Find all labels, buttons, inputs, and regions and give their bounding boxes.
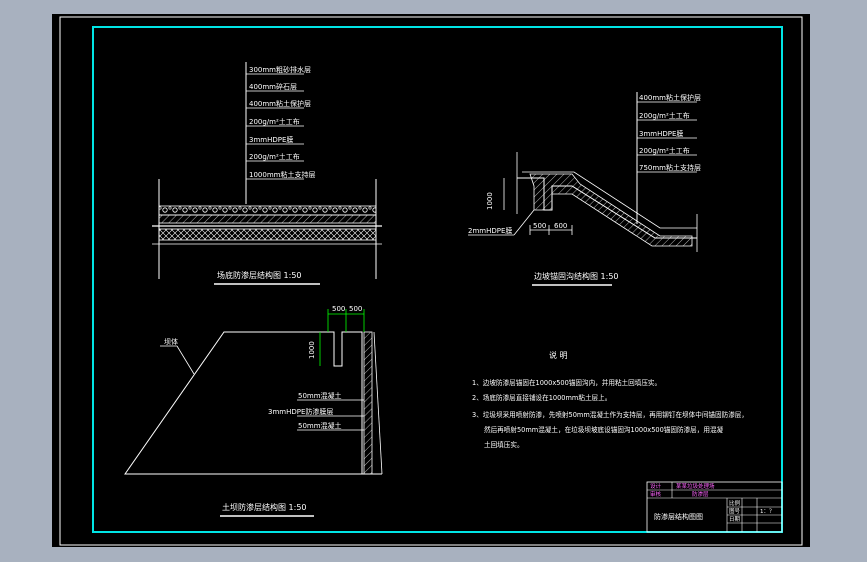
clay-layer — [158, 214, 377, 224]
layer-label-1: 300mm粗砂排水层 — [249, 65, 311, 74]
detail2-title: 边坡锚固沟结构图 1:50 — [534, 271, 619, 281]
dam-outline — [124, 331, 363, 475]
note-2: 2、场底防渗层直接铺设在1000mm粘土层上。 — [472, 393, 611, 402]
trench-layer-2: 200g/m²土工布 — [639, 111, 690, 120]
dam-slope-label: 坝体 — [164, 337, 178, 346]
detail3-title: 土坝防渗层结构图 1:50 — [222, 502, 307, 512]
drawing-sheet: 300mm粗砂排水层 400mm碎石层 400mm粘土保护层 200g/m²土工… — [52, 14, 810, 547]
title-block: 设计 某某垃圾处理场 审核 防渗层 防渗层结构图图 比例 图号 日期 1：？ — [646, 481, 783, 533]
membrane-label: 2mmHDPE膜 — [468, 226, 512, 235]
note-3-cont: 然后再喷射50mm混凝土，在垃圾坝坡底设锚固沟1000x500锚固防渗层，用混凝 — [484, 425, 724, 434]
trench-layer-5: 750mm粘土支持层 — [639, 163, 701, 172]
cad-drawing: 300mm粗砂排水层 400mm碎石层 400mm粘土保护层 200g/m²土工… — [59, 16, 803, 546]
note-3-end: 土回填压实。 — [484, 440, 524, 449]
detail-anchor-trench: 400mm粘土保护层 200g/m²土工布 3mmHDPE膜 200g/m²土工… — [468, 92, 701, 286]
tb-row1-left: 设计 — [650, 482, 662, 490]
dam-layer-2: 3mmHDPE防渗膜层 — [268, 407, 333, 416]
tb-field-number: 图号 — [729, 507, 741, 515]
tb-drawing-name: 防渗层结构图图 — [654, 512, 703, 521]
layer-label-7: 1000mm粘土支持层 — [249, 170, 315, 179]
trench-layer-1: 400mm粘土保护层 — [639, 93, 701, 102]
tb-row1-right: 某某垃圾处理场 — [676, 482, 715, 490]
trench-layer-4: 200g/m²土工布 — [639, 146, 690, 155]
detail1-title: 场底防渗层结构图 1:50 — [217, 270, 302, 280]
dam-layer-1: 50mm混凝土 — [298, 391, 342, 400]
note-3: 3、垃圾坝采用喷射防渗，先喷射50mm混凝土作为支持层，再用铆钉在坝体中间锚固防… — [472, 410, 748, 419]
trench-dim-w2: 600 — [554, 222, 567, 230]
dam-dim-w2: 500 — [349, 305, 362, 313]
trench-dim-w1: 500 — [533, 222, 546, 230]
detail-dam-liner: 坝体 500 500 1000 50mm混凝土 3mmHDPE防渗膜层 50mm… — [124, 305, 383, 517]
outer-border — [59, 16, 803, 546]
layer-label-5: 3mmHDPE膜 — [249, 135, 293, 144]
subgrade-layer — [158, 228, 377, 241]
inner-border — [92, 26, 783, 533]
trench-dim-depth: 1000 — [486, 192, 494, 210]
layer-label-2: 400mm碎石层 — [249, 82, 297, 91]
notes: 说 明 1、边坡防渗层锚固在1000x500锚固沟内，并用粘土回填压实。 2、场… — [472, 350, 748, 449]
tb-row2-left: 审核 — [650, 490, 662, 498]
layer-leaders — [246, 73, 304, 180]
layer-label-6: 200g/m²土工布 — [249, 152, 300, 161]
dam-dim-depth: 1000 — [308, 341, 316, 359]
note-1: 1、边坡防渗层锚固在1000x500锚固沟内，并用粘土回填压实。 — [472, 378, 661, 387]
notes-heading: 说 明 — [549, 350, 568, 360]
trench-fill — [529, 173, 693, 247]
tb-row2-right: 防渗层 — [692, 490, 709, 498]
trench-layer-3: 3mmHDPE膜 — [639, 129, 683, 138]
layer-label-3: 400mm粘土保护层 — [249, 99, 311, 108]
dam-face-liner — [363, 331, 373, 475]
tb-field-date: 日期 — [729, 516, 741, 523]
detail-bottom-liner: 300mm粗砂排水层 400mm碎石层 400mm粘土保护层 200g/m²土工… — [152, 62, 382, 285]
gravel-layer — [158, 205, 377, 216]
tb-field-number-value: 1：？ — [760, 508, 775, 515]
dam-dim-w1: 500 — [332, 305, 345, 313]
layer-label-4: 200g/m²土工布 — [249, 117, 300, 126]
dam-layer-3: 50mm混凝土 — [298, 421, 342, 430]
tb-field-scale: 比例 — [729, 499, 741, 507]
